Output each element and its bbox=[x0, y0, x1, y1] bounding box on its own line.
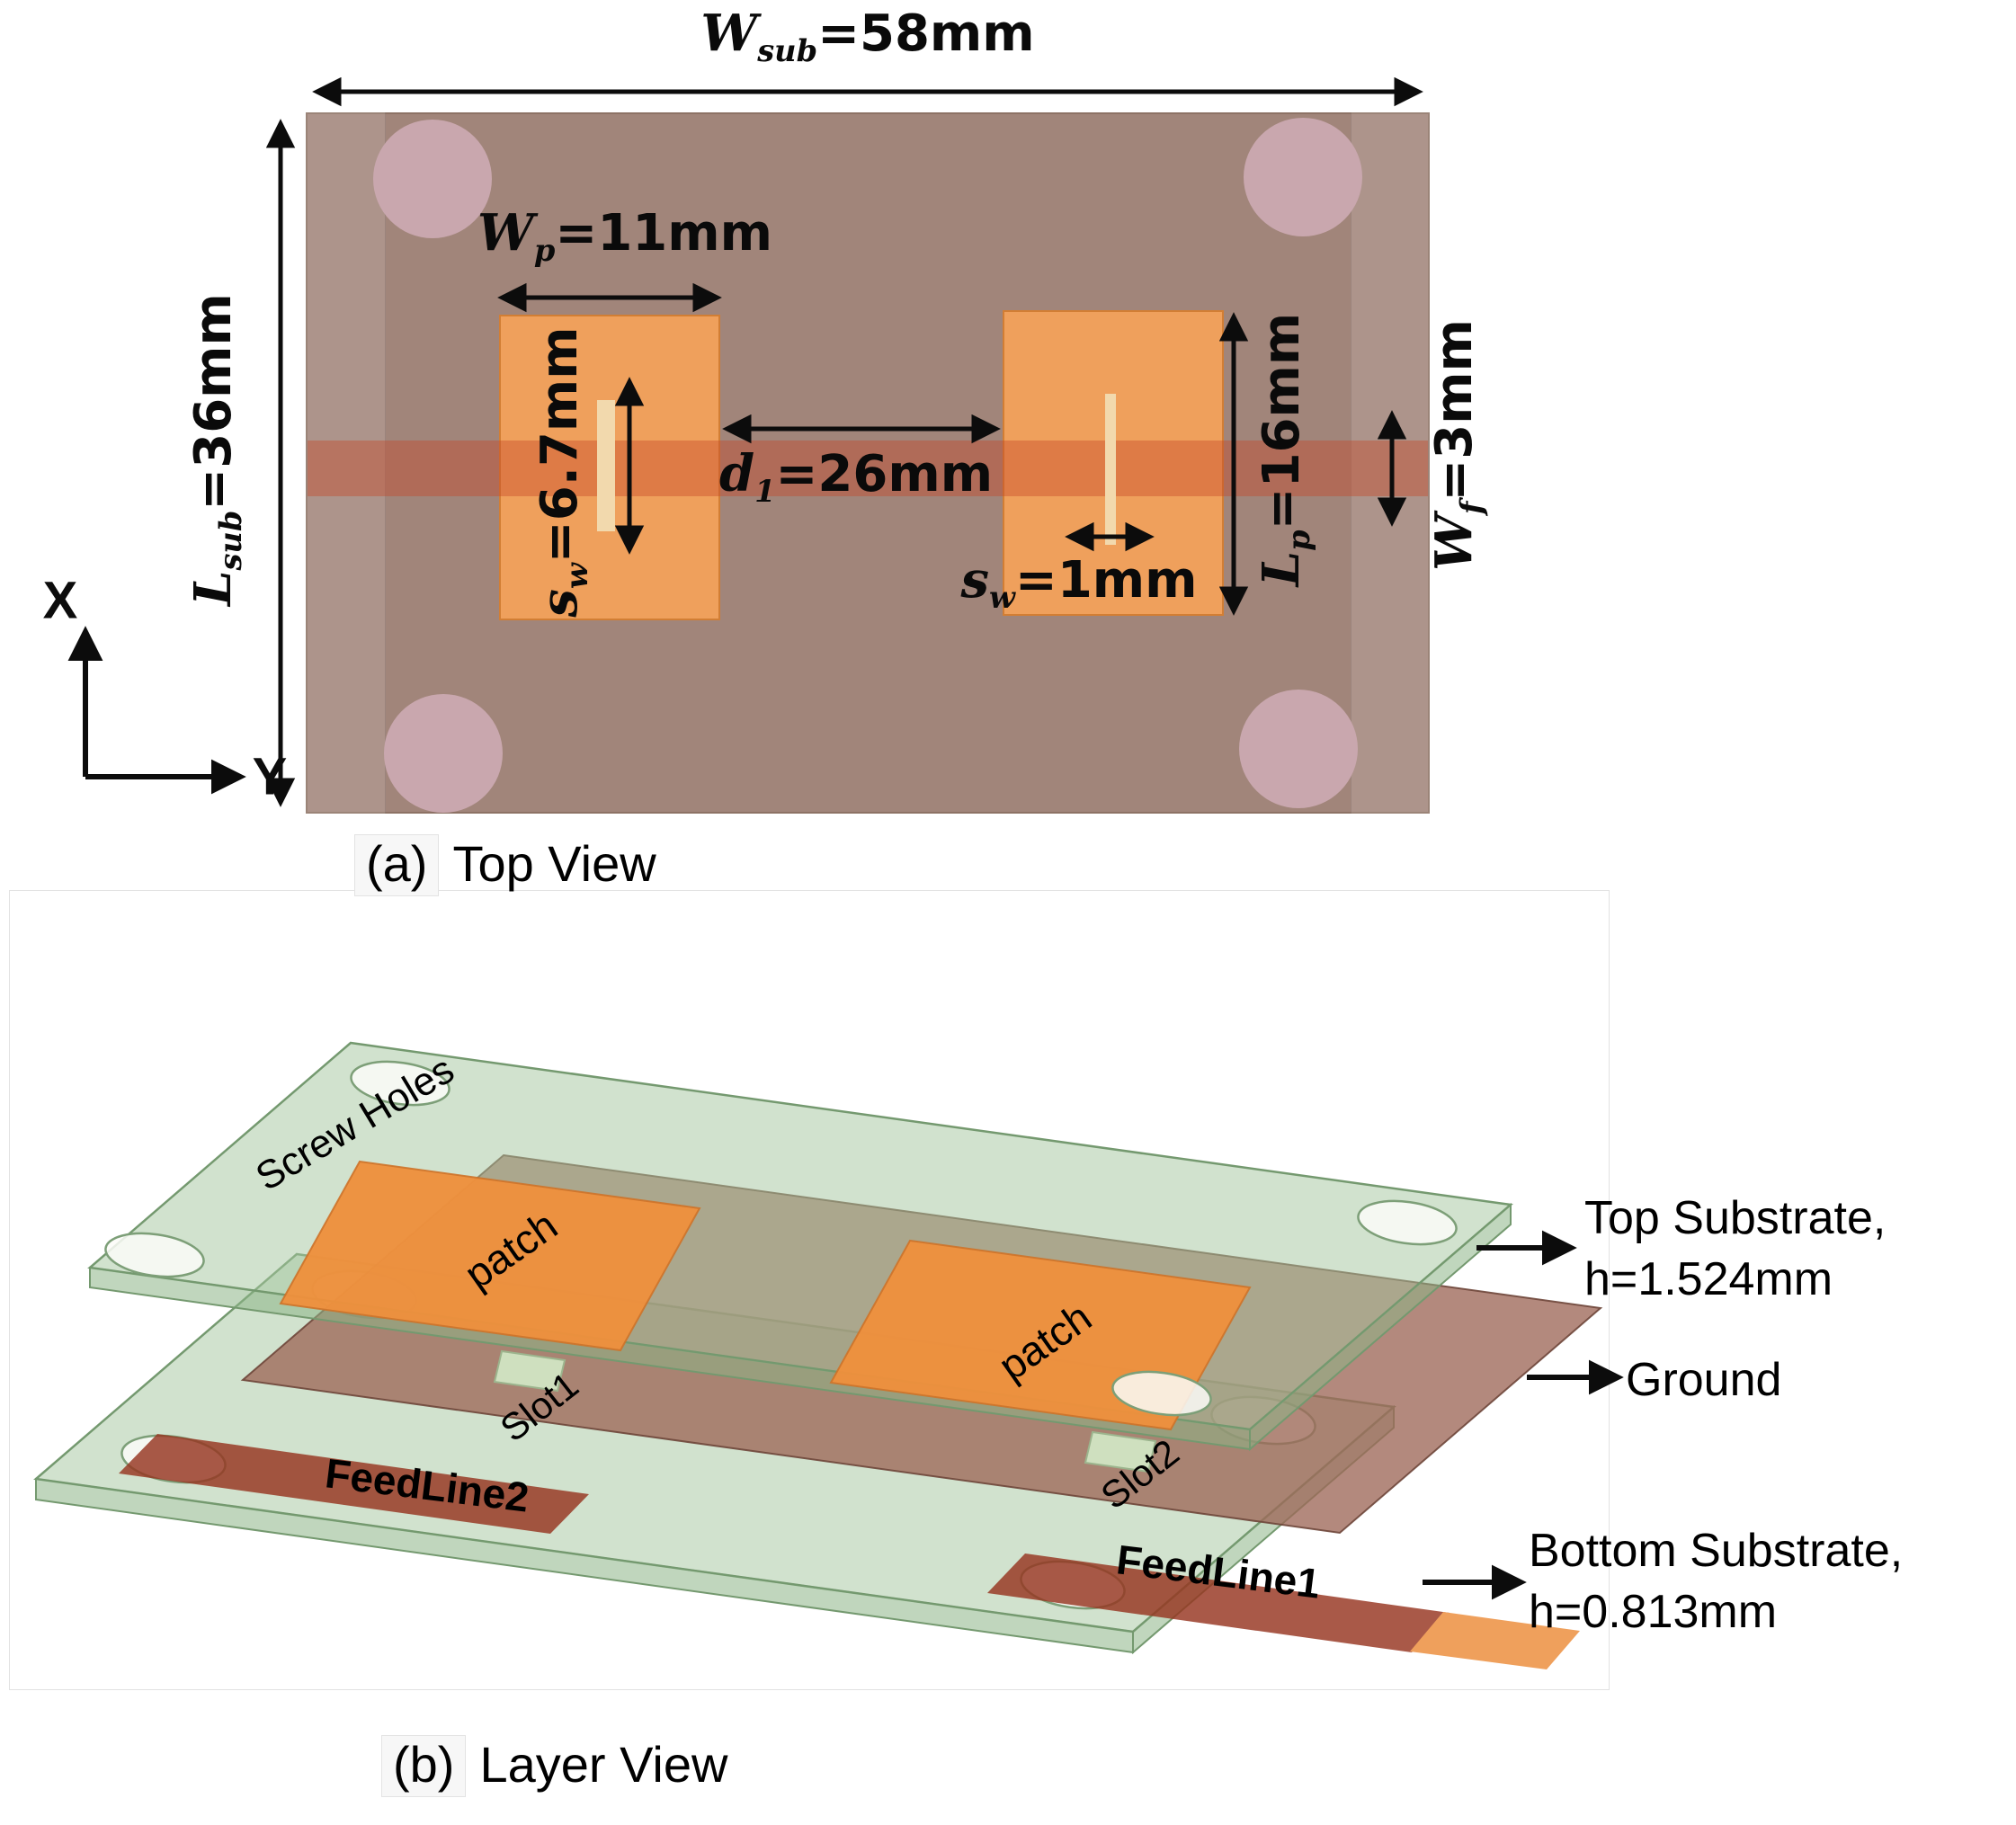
dim-label-wp: Wp=11mm bbox=[477, 202, 772, 269]
ground-label: Ground bbox=[1626, 1354, 1782, 1406]
top-substrate-label-line2: h=1.524mm bbox=[1584, 1252, 1833, 1305]
screw-hole-bottom-left bbox=[384, 694, 503, 813]
dim-label-wf: Wf=3mm bbox=[1423, 319, 1490, 571]
substrate-left-edge-band bbox=[306, 112, 386, 814]
screw-hole-bottom-right bbox=[1239, 690, 1358, 808]
axis-y-label: Y bbox=[252, 747, 288, 806]
screw-hole-top-right bbox=[1244, 118, 1362, 236]
caption-b-text: Layer View bbox=[479, 1736, 728, 1793]
caption-layer-view: (b)Layer View bbox=[382, 1735, 728, 1796]
dim-label-d1: d1=26mm bbox=[718, 443, 994, 510]
bottom-substrate-label-line1: Bottom Substrate, bbox=[1529, 1525, 1904, 1577]
bottom-substrate-label: Bottom Substrate, h=0.813mm bbox=[1529, 1521, 1903, 1642]
caption-top-view: (a)Top View bbox=[355, 834, 656, 895]
dim-label-wsub: Wsub=58mm bbox=[700, 3, 1035, 69]
dim-label-sw-left: sw=6.7mm bbox=[529, 326, 595, 618]
top-substrate-label-line1: Top Substrate, bbox=[1584, 1192, 1887, 1244]
slot-left bbox=[597, 400, 615, 531]
caption-a-index: (a) bbox=[355, 835, 439, 895]
slot-right bbox=[1105, 394, 1116, 545]
caption-b-index: (b) bbox=[382, 1736, 466, 1796]
bottom-substrate-label-line2: h=0.813mm bbox=[1529, 1585, 1778, 1638]
layer-view-frame bbox=[9, 890, 1610, 1690]
caption-a-text: Top View bbox=[452, 835, 656, 892]
screw-hole-top-left bbox=[373, 120, 492, 238]
dim-label-lp: Lp=16mm bbox=[1251, 312, 1317, 587]
axis-x-label: X bbox=[42, 571, 78, 630]
dim-label-sw-right: sw=1mm bbox=[960, 549, 1198, 616]
top-substrate-label: Top Substrate, h=1.524mm bbox=[1584, 1188, 1886, 1310]
dim-label-lsub: Lsub=36mm bbox=[183, 293, 249, 606]
